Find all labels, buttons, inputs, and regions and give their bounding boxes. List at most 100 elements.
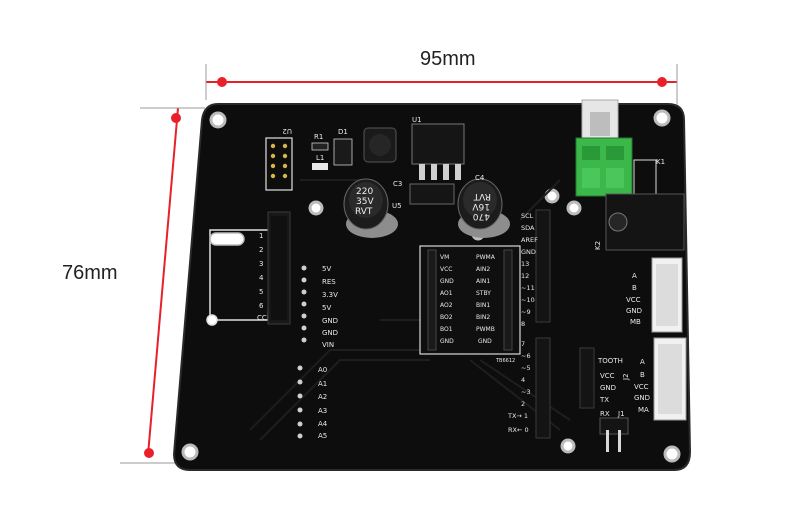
j1-label: J1 bbox=[617, 410, 625, 418]
power-pin-labels: 5V RES 3.3V 5V GND GND VIN bbox=[322, 265, 338, 349]
u3-socket bbox=[409, 183, 455, 205]
left-header-pin: 6 bbox=[259, 302, 264, 310]
bluetooth-pin-labels: VCC GND TX RX bbox=[599, 372, 616, 418]
svg-text:A0: A0 bbox=[318, 366, 327, 374]
motor-b-labels: A B VCC GND MA bbox=[634, 358, 650, 414]
u7-label: U2 bbox=[282, 127, 292, 135]
svg-text:A3: A3 bbox=[318, 407, 327, 415]
svg-text:8: 8 bbox=[521, 320, 525, 328]
k2-label: K2 bbox=[594, 241, 602, 250]
svg-text:SCL: SCL bbox=[521, 212, 534, 220]
svg-text:RX← 0: RX← 0 bbox=[508, 426, 529, 434]
svg-text:SDA: SDA bbox=[521, 224, 535, 232]
svg-text:VIN: VIN bbox=[322, 341, 334, 349]
left-header-pin: 4 bbox=[259, 274, 264, 282]
inductor bbox=[363, 127, 397, 163]
svg-text:VCC: VCC bbox=[600, 372, 615, 380]
svg-text:B: B bbox=[632, 284, 637, 292]
svg-text:A: A bbox=[640, 358, 645, 366]
svg-text:470: 470 bbox=[473, 211, 490, 221]
analog-pin-header bbox=[297, 365, 303, 439]
left-header-pin: CC bbox=[257, 314, 267, 322]
svg-text:MB: MB bbox=[630, 318, 641, 326]
svg-text:~11: ~11 bbox=[521, 284, 535, 292]
svg-text:TX→ 1: TX→ 1 bbox=[507, 412, 528, 420]
driver-right-labels: PWMA AIN2 AIN1 STBY BIN1 BIN2 PWMB GND bbox=[476, 254, 496, 345]
digital-bottom-labels: 7 ~6 ~5 4 ~3 2 TX→ 1 RX← 0 bbox=[507, 340, 531, 434]
svg-text:MA: MA bbox=[638, 406, 649, 414]
svg-text:GND: GND bbox=[478, 338, 492, 345]
pcb-traces bbox=[249, 179, 571, 441]
svg-text:RVT: RVT bbox=[355, 207, 373, 217]
c4-label: C4 bbox=[475, 174, 485, 182]
left-header-labels: 1 2 3 4 5 6 CC bbox=[257, 232, 267, 322]
screw-terminal bbox=[575, 137, 633, 197]
svg-text:7: 7 bbox=[521, 340, 525, 348]
driver-chip-label: TB6612 bbox=[495, 358, 515, 364]
bluetooth-label: TOOTH bbox=[597, 357, 623, 365]
svg-text:GND: GND bbox=[521, 248, 536, 256]
j1-pins bbox=[599, 417, 629, 452]
svg-text:A1: A1 bbox=[318, 380, 327, 388]
svg-text:BIN1: BIN1 bbox=[476, 302, 490, 309]
svg-text:AREF: AREF bbox=[521, 236, 538, 244]
c3-label: C3 bbox=[393, 180, 402, 188]
svg-text:BIN2: BIN2 bbox=[476, 314, 490, 321]
svg-text:3.3V: 3.3V bbox=[322, 291, 338, 299]
svg-text:A: A bbox=[632, 272, 637, 280]
svg-text:RVT: RVT bbox=[473, 191, 491, 201]
svg-text:~9: ~9 bbox=[521, 308, 531, 316]
svg-text:BO1: BO1 bbox=[440, 326, 453, 333]
capacitor-470 bbox=[457, 178, 510, 238]
power-switch bbox=[581, 99, 619, 141]
capacitor-470-text: 470 16V RVT bbox=[472, 191, 491, 221]
svg-text:PWMB: PWMB bbox=[476, 326, 495, 333]
left-header-pin: 3 bbox=[259, 260, 263, 268]
left-header-pin: 1 bbox=[259, 232, 263, 240]
driver-left-labels: VM VCC GND AO1 AO2 BO2 BO1 GND bbox=[440, 254, 454, 345]
svg-text:BO2: BO2 bbox=[440, 314, 453, 321]
k1-label: K1 bbox=[656, 158, 665, 166]
svg-text:VCC: VCC bbox=[626, 296, 641, 304]
power-pin-header bbox=[301, 265, 307, 343]
height-dimension-label: 76mm bbox=[62, 262, 118, 284]
j2-label: J2 bbox=[622, 373, 630, 381]
svg-text:~10: ~10 bbox=[521, 296, 535, 304]
svg-text:TX: TX bbox=[599, 396, 609, 404]
width-dimension-label: 95mm bbox=[420, 48, 476, 70]
svg-text:GND: GND bbox=[440, 338, 454, 345]
svg-text:VM: VM bbox=[440, 254, 449, 261]
svg-text:12: 12 bbox=[521, 272, 529, 280]
r1-resistor bbox=[311, 142, 329, 151]
l1-led bbox=[312, 163, 328, 170]
svg-text:A4: A4 bbox=[318, 420, 328, 428]
motor-a-labels: A B VCC GND MB bbox=[626, 272, 642, 326]
motor-connector-b bbox=[653, 337, 687, 421]
digital-top-labels: SCL SDA AREF GND 13 12 ~11 ~10 ~9 8 bbox=[521, 212, 538, 328]
svg-text:~3: ~3 bbox=[521, 388, 531, 396]
svg-text:AIN2: AIN2 bbox=[476, 266, 490, 273]
svg-text:AO1: AO1 bbox=[440, 290, 453, 297]
svg-text:GND: GND bbox=[322, 317, 338, 325]
svg-text:16V: 16V bbox=[472, 201, 490, 211]
left-header-pin: 2 bbox=[259, 246, 263, 254]
svg-text:13: 13 bbox=[521, 260, 529, 268]
svg-text:GND: GND bbox=[634, 394, 650, 402]
svg-text:5V: 5V bbox=[322, 304, 331, 312]
svg-text:220: 220 bbox=[356, 187, 373, 197]
svg-text:VCC: VCC bbox=[440, 266, 452, 273]
r1-label: R1 bbox=[314, 133, 323, 141]
svg-text:STBY: STBY bbox=[476, 290, 491, 297]
svg-text:35V: 35V bbox=[356, 197, 374, 207]
motor-driver-socket bbox=[419, 245, 521, 355]
motor-connector-a bbox=[651, 257, 683, 333]
svg-text:5V: 5V bbox=[322, 265, 331, 273]
svg-text:~5: ~5 bbox=[521, 364, 531, 372]
svg-text:GND: GND bbox=[626, 307, 642, 315]
svg-text:RES: RES bbox=[322, 278, 336, 286]
svg-text:AIN1: AIN1 bbox=[476, 278, 490, 285]
svg-text:A2: A2 bbox=[318, 393, 327, 401]
svg-text:VCC: VCC bbox=[634, 383, 649, 391]
svg-text:RX: RX bbox=[600, 410, 610, 418]
